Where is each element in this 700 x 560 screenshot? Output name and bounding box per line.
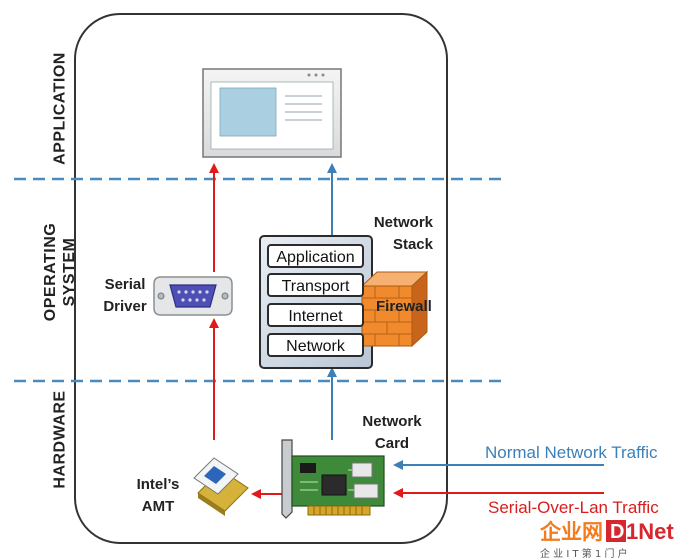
network-stack-label-line1: Network [373,214,433,231]
svg-text:企业网: 企业网 [539,520,603,544]
serial-driver-label-line2: Driver [103,298,147,315]
amt-label-line2: AMT [141,498,175,515]
network-stack-label: Network Stack [363,212,433,256]
stack-layer-network: Network [267,333,364,357]
network-stack-label-line2: Stack [392,236,433,253]
stack-layer-application: Application [267,244,364,268]
stack-layer-transport: Transport [267,273,364,297]
watermark-logo: 企业网 D 1Net 企 业 I T 第 1 门 户 [539,519,674,560]
network-card-icon [281,439,385,519]
network-card-label: Network Card [355,411,429,455]
stack-layer-internet: Internet [267,303,364,327]
network-card-label-line1: Network [362,413,422,430]
amt-label: Intel’s AMT [128,474,188,518]
layer-label-os-line2: SYSTEM [61,237,78,307]
amt-label-line1: Intel’s [136,476,180,493]
serial-port-icon [153,276,233,316]
svg-text:1Net: 1Net [626,519,674,544]
layer-label-application: APPLICATION [51,52,69,165]
serial-driver-label: Serial Driver [98,274,152,318]
firewall-label: Firewall [376,298,432,315]
layer-label-operating-system: OPERATING SYSTEM [41,207,79,337]
svg-text:D: D [610,521,624,543]
application-window-icon [202,68,342,158]
serial-traffic-label: Serial-Over-Lan Traffic [488,498,659,517]
svg-text:企 业 I T 第 1 门 户: 企 业 I T 第 1 门 户 [540,547,628,560]
layer-label-os-line1: OPERATING [42,222,59,322]
amt-chip-icon [193,457,249,516]
firewall-icon [360,270,429,348]
serial-driver-label-line1: Serial [104,276,146,293]
normal-traffic-label: Normal Network Traffic [485,443,658,462]
network-card-label-line2: Card [374,435,410,452]
layer-label-hardware: HARDWARE [51,390,69,489]
